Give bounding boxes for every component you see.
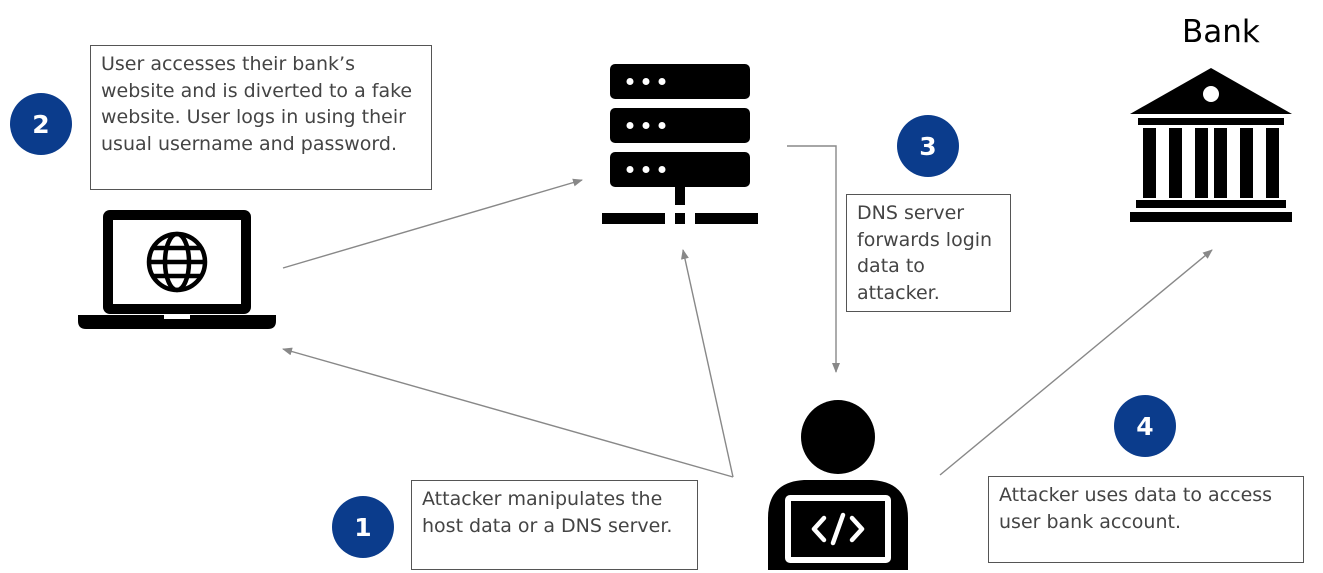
hacker-laptop-icon xyxy=(768,400,908,570)
arrow-attacker-to-laptop xyxy=(282,347,734,478)
bank-icon xyxy=(1130,68,1292,222)
bank-label: Bank xyxy=(1182,14,1260,50)
laptop-globe-icon xyxy=(78,210,276,329)
arrow-attacker-to-bank xyxy=(939,249,1213,476)
step-1-text: Attacker manipulates the host data or a … xyxy=(411,480,698,570)
step-2-text: User accesses their bank’s website and i… xyxy=(90,45,432,190)
step-badge-4: 4 xyxy=(1114,395,1176,457)
arrow-laptop-to-server xyxy=(282,178,583,269)
step-badge-1: 1 xyxy=(332,496,394,558)
step-4-text: Attacker uses data to access user bank a… xyxy=(988,476,1304,563)
step-badge-3: 3 xyxy=(897,115,959,177)
arrow-server-to-attacker xyxy=(787,145,840,373)
step-badge-2: 2 xyxy=(10,93,72,155)
step-3-text: DNS server forwards login data to attack… xyxy=(846,194,1011,312)
server-icon xyxy=(602,64,758,224)
arrow-attacker-to-server xyxy=(681,249,734,478)
